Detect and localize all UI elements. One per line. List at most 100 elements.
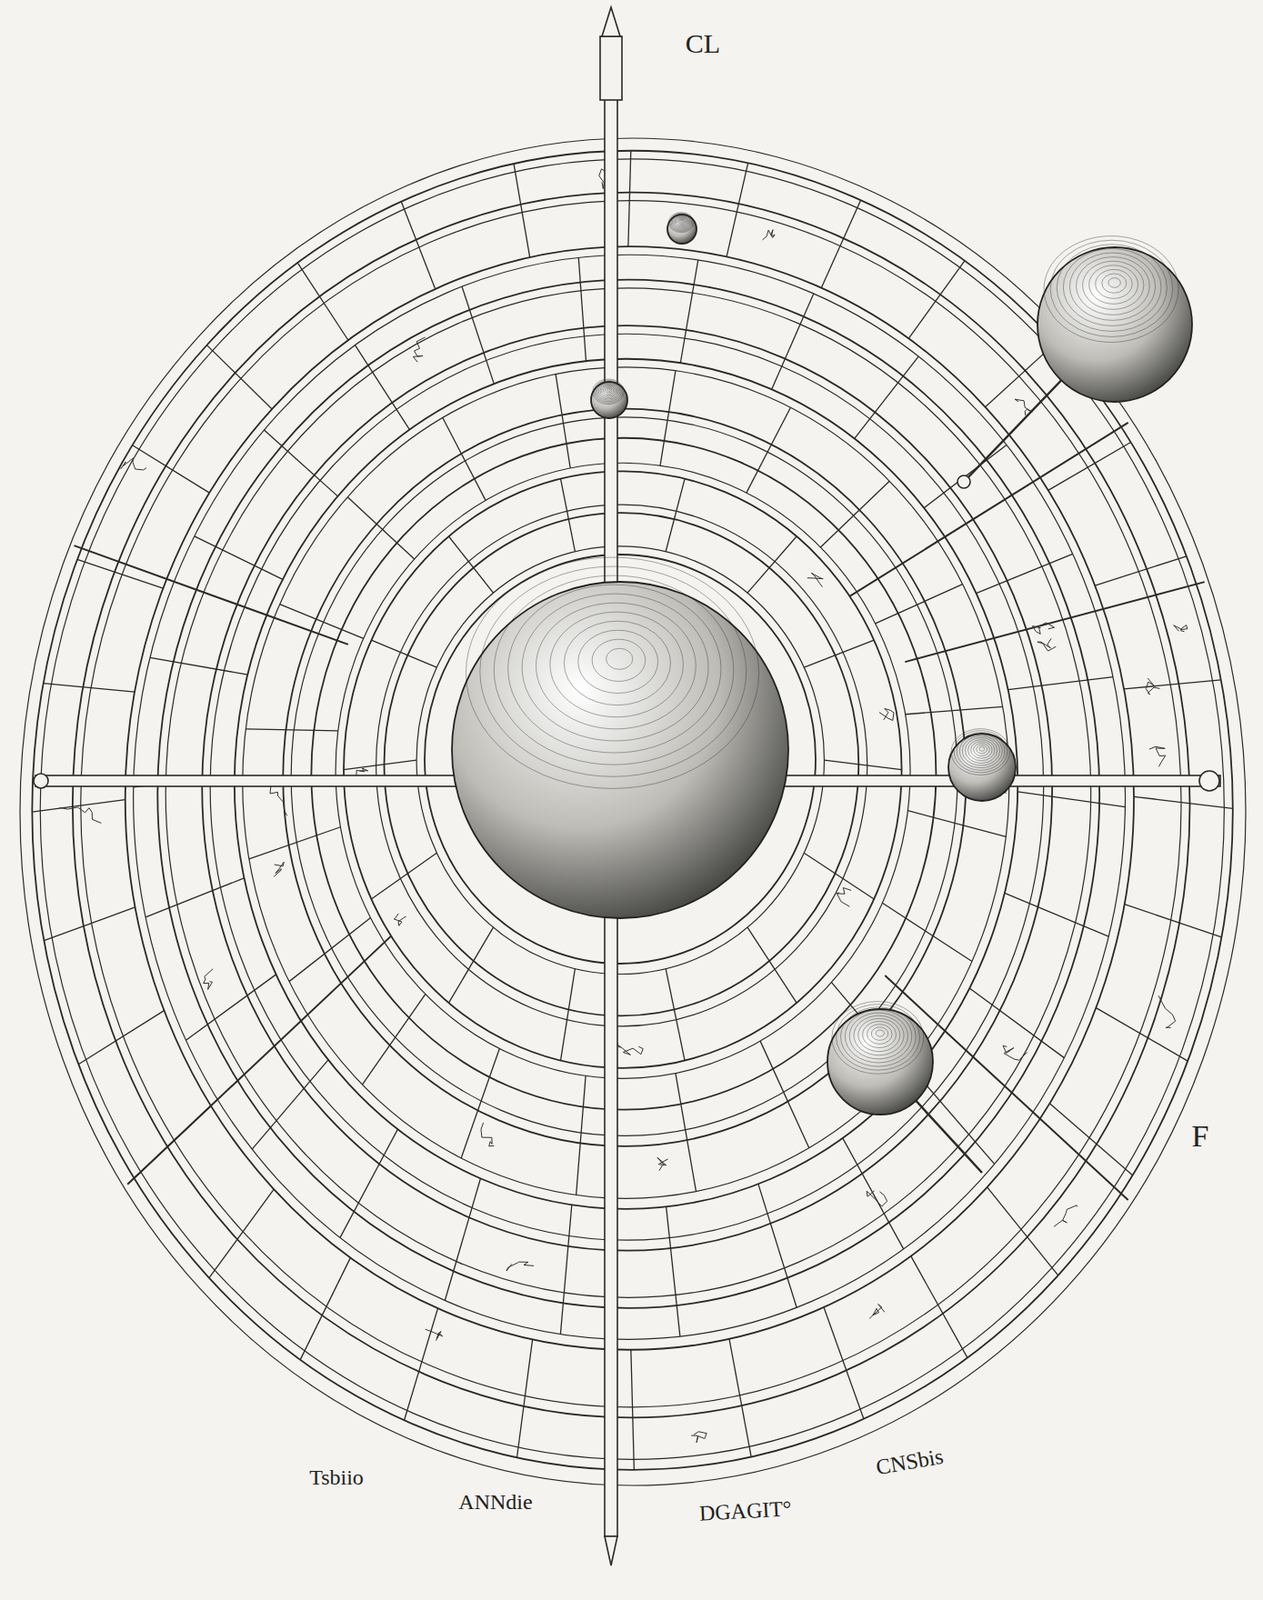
ring-division bbox=[251, 1060, 329, 1150]
orbit-arm bbox=[127, 936, 391, 1185]
zodiac-sketch bbox=[807, 572, 823, 587]
engraving-hatch bbox=[968, 740, 995, 762]
ring-division bbox=[444, 1178, 481, 1301]
engraving-hatch bbox=[1095, 269, 1133, 299]
zodiac-sketch bbox=[866, 1191, 887, 1207]
ring-division bbox=[628, 150, 632, 247]
engraving-hatch bbox=[849, 1012, 908, 1060]
zodiac-sketch bbox=[1002, 1045, 1028, 1061]
orbit-arm bbox=[74, 545, 349, 645]
ring-division bbox=[631, 1350, 635, 1471]
engraving-hatch bbox=[550, 611, 683, 718]
ring-division bbox=[923, 444, 1007, 508]
orbit-ring bbox=[72, 192, 1191, 1419]
ring-division bbox=[517, 1339, 533, 1458]
ring-division bbox=[513, 163, 531, 258]
orbit-ring bbox=[376, 504, 868, 1027]
ring-division bbox=[150, 657, 248, 675]
orbit-ring bbox=[416, 546, 824, 975]
ring-division bbox=[561, 479, 576, 552]
zodiac-sketch bbox=[836, 888, 852, 908]
zodiac-sketch bbox=[273, 862, 284, 877]
engraving-hatch bbox=[965, 738, 998, 764]
engraving-hatch bbox=[831, 1002, 924, 1075]
engraving-hatch bbox=[853, 1015, 904, 1056]
orbit-ring bbox=[133, 254, 1126, 1340]
ring-division bbox=[1008, 677, 1113, 691]
ring-division bbox=[31, 800, 125, 813]
engraving-hatch bbox=[674, 216, 689, 228]
ring-division bbox=[1124, 904, 1223, 938]
engraving-hatch bbox=[841, 1007, 917, 1067]
engraving-hatch bbox=[971, 741, 993, 760]
rod-knob bbox=[33, 773, 49, 789]
ring-division bbox=[245, 729, 338, 732]
engraving-hatch bbox=[1102, 273, 1127, 293]
ring-division bbox=[987, 1187, 1059, 1276]
engraving-hatch bbox=[536, 602, 697, 730]
ring-division bbox=[911, 1256, 968, 1359]
ring-division bbox=[823, 1307, 864, 1420]
engraving-hatch bbox=[953, 731, 1008, 773]
engraving-hatch bbox=[598, 382, 619, 400]
orbit-arm bbox=[904, 581, 1204, 662]
ring-division bbox=[561, 969, 576, 1062]
zodiac-sketch bbox=[1053, 1205, 1078, 1228]
ring-division bbox=[578, 257, 586, 361]
engraving-hatch bbox=[844, 1010, 912, 1063]
ring-division bbox=[560, 1204, 572, 1334]
ring-division bbox=[78, 1011, 164, 1065]
engraved-label: ANNdie bbox=[455, 1490, 535, 1514]
zodiac-sketch bbox=[1032, 622, 1054, 634]
orbit-ring bbox=[201, 325, 1053, 1252]
engraving-hatch bbox=[979, 747, 985, 752]
engraving-hatch bbox=[606, 388, 612, 393]
engraving-hatch bbox=[976, 745, 988, 754]
orbit-ring bbox=[40, 159, 1224, 1460]
engraving-hatch bbox=[956, 732, 1005, 772]
engraved-label: DGAGIT° bbox=[696, 1496, 796, 1526]
engraving-hatch bbox=[671, 213, 692, 231]
engraving-hatch bbox=[602, 386, 615, 396]
ring-division bbox=[726, 162, 749, 257]
ring-division bbox=[1123, 680, 1222, 690]
zodiac-sketch bbox=[412, 337, 425, 362]
ring-division bbox=[145, 878, 244, 918]
ring-division bbox=[449, 927, 494, 1003]
engraving-hatch bbox=[973, 743, 991, 757]
zodiac-sketch bbox=[393, 913, 406, 926]
zodiac-sketch bbox=[203, 969, 214, 991]
engraving-hatch bbox=[875, 1030, 884, 1037]
zodiac-sketch bbox=[481, 1122, 494, 1147]
zodiac-sketch bbox=[425, 1329, 443, 1342]
ring-division bbox=[209, 1189, 274, 1278]
zodiac-sketch bbox=[1037, 638, 1056, 652]
ring-division bbox=[347, 497, 414, 560]
ring-division bbox=[461, 1048, 500, 1159]
engraving-hatch bbox=[592, 379, 625, 405]
ring-division bbox=[194, 536, 283, 581]
engraving-hatch bbox=[578, 630, 659, 693]
ring-division bbox=[747, 536, 797, 593]
ring-division bbox=[442, 418, 486, 502]
ring-division bbox=[1095, 1008, 1188, 1062]
rod-knob bbox=[1199, 771, 1220, 792]
zodiac-sketch bbox=[691, 1432, 707, 1444]
ring-division bbox=[343, 760, 417, 770]
ring-division bbox=[1094, 556, 1187, 586]
engraving-hatch bbox=[595, 380, 622, 402]
orbit-ring bbox=[125, 246, 1134, 1351]
ring-division bbox=[660, 370, 676, 466]
zodiac-sketch bbox=[879, 708, 894, 721]
orbit-ring bbox=[31, 150, 1233, 1471]
rod-finial bbox=[600, 36, 622, 101]
engraving-hatch bbox=[508, 584, 722, 753]
ring-division bbox=[297, 262, 349, 341]
central-sphere bbox=[451, 581, 789, 919]
ring-division bbox=[976, 553, 1073, 593]
ring-division bbox=[340, 1129, 398, 1238]
rod-tip bbox=[604, 1536, 618, 1566]
ring-division bbox=[206, 345, 272, 410]
orbit-ring bbox=[20, 138, 1246, 1486]
engraving-hatch bbox=[867, 1024, 893, 1045]
